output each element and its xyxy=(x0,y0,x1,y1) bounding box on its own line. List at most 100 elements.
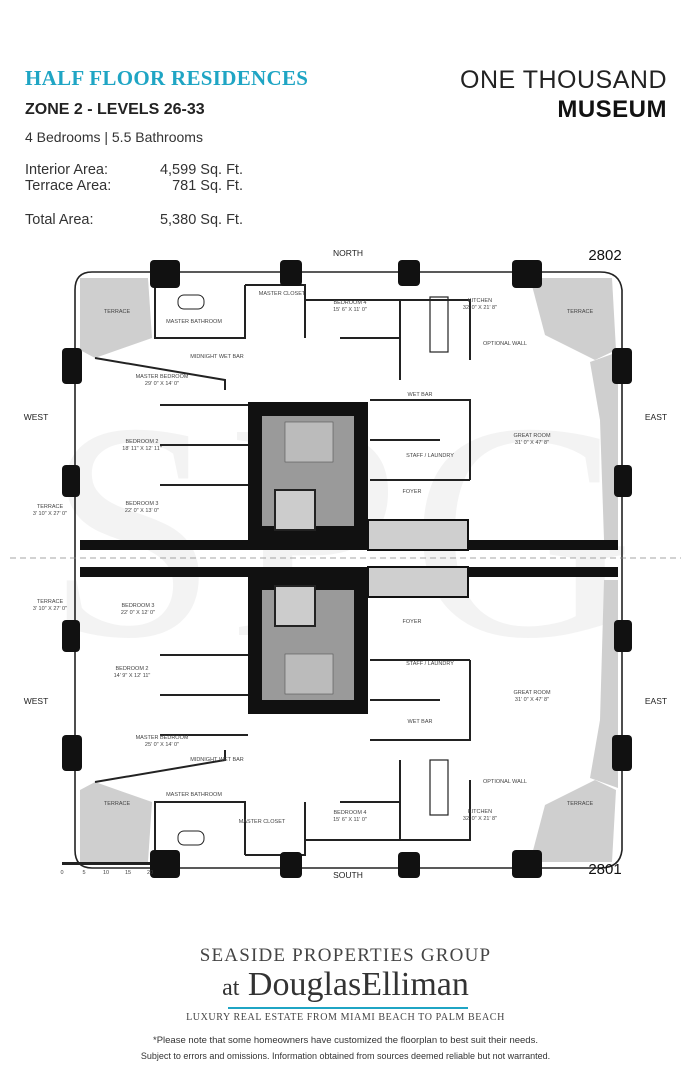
scale-tick: 20 xyxy=(147,870,153,876)
compass-west-bottom: WEST xyxy=(24,696,49,706)
compass-south: SOUTH xyxy=(333,870,363,880)
label-terrace-se: TERRACE xyxy=(567,801,594,807)
terrace-area-label: Terrace Area: xyxy=(25,178,112,194)
total-area-label: Total Area: xyxy=(25,212,94,228)
disclaimer-line-2: Subject to errors and omissions. Informa… xyxy=(140,1051,551,1061)
page-title: HALF FLOOR RESIDENCES xyxy=(25,66,309,90)
unit-number-top: 2802 xyxy=(588,247,621,264)
disclaimer-line-1: *Please note that some homeowners have c… xyxy=(153,1035,538,1046)
label-optional-wall-bottom: OPTIONAL WALL xyxy=(483,779,527,785)
terrace-nw xyxy=(80,278,152,358)
scale-bar: 0 5 10 15 20 xyxy=(60,862,153,876)
zone-levels: ZONE 2 - LEVELS 26-33 xyxy=(25,101,205,118)
label-kitchen-bottom: KITCHEN xyxy=(468,809,492,815)
brand-line-1: ONE THOUSAND xyxy=(460,66,667,94)
terrace-east-bottom xyxy=(590,580,618,788)
label-staff-laundry-top: STAFF / LAUNDRY xyxy=(406,453,454,459)
label-bedroom3-dim-top: 22' 0" X 13' 0" xyxy=(125,508,159,514)
label-midnight-wet-bar-top: MIDNIGHT WET BAR xyxy=(190,354,244,360)
total-area-value: 5,380 Sq. Ft. xyxy=(159,212,243,228)
columns xyxy=(62,260,632,878)
scale-tick: 5 xyxy=(82,870,85,876)
label-foyer-bottom: FOYER xyxy=(403,619,422,625)
logo-rule xyxy=(228,1007,468,1009)
label-terrace-w-dim-bottom: 3' 10" X 27' 0" xyxy=(33,606,67,612)
brand-line-2: MUSEUM xyxy=(557,96,667,123)
seaside-properties-logo: SEASIDE PROPERTIES GROUP xyxy=(199,945,492,966)
compass-east-top: EAST xyxy=(645,412,667,422)
label-terrace-ne: TERRACE xyxy=(567,309,594,315)
label-bedroom4-bottom: BEDROOM 4 xyxy=(333,810,366,816)
scale-tick: 10 xyxy=(103,870,109,876)
beds-baths: 4 Bedrooms | 5.5 Bathrooms xyxy=(25,129,203,145)
label-terrace-sw: TERRACE xyxy=(104,801,131,807)
tagline: LUXURY REAL ESTATE FROM MIAMI BEACH TO P… xyxy=(186,1012,505,1023)
label-great-room-dim-top: 31' 0" X 47' 8" xyxy=(515,440,549,446)
label-bedroom2-top: BEDROOM 2 xyxy=(125,439,158,445)
label-wet-bar-top: WET BAR xyxy=(408,392,433,398)
terrace-se xyxy=(530,780,616,862)
kitchen-island-bottom xyxy=(429,759,449,816)
label-terrace-w-bottom: TERRACE xyxy=(37,599,64,605)
douglas-elliman-logo: at DouglasElliman xyxy=(0,966,691,1004)
logo-at: at xyxy=(222,975,240,1001)
kitchen-island-top xyxy=(429,296,449,353)
interior-area-value: 4,599 Sq. Ft. xyxy=(159,162,243,178)
terrace-east xyxy=(590,352,618,540)
label-master-bedroom-dim-bottom: 25' 0" X 14' 0" xyxy=(145,742,179,748)
stair-top xyxy=(284,421,334,463)
label-bedroom2-bottom: BEDROOM 2 xyxy=(115,666,148,672)
label-bedroom4-top: BEDROOM 4 xyxy=(333,300,366,306)
label-great-room-top: GREAT ROOM xyxy=(513,433,550,439)
core-slab-left xyxy=(80,540,368,550)
bathtub-bottom xyxy=(177,830,205,846)
label-master-bathroom-bottom: MASTER BATHROOM xyxy=(166,792,222,798)
building-outline xyxy=(74,271,623,869)
label-bedroom3-top: BEDROOM 3 xyxy=(125,501,158,507)
label-foyer-top: FOYER xyxy=(403,489,422,495)
bathtub-top xyxy=(177,294,205,310)
label-kitchen-dim-top: 32' 0" X 21' 8" xyxy=(463,305,497,311)
terrace-area-value: 781 Sq. Ft. xyxy=(172,178,243,194)
walls-top xyxy=(94,284,471,486)
terrace-sw xyxy=(80,782,152,862)
label-master-closet-bottom: MASTER CLOSET xyxy=(239,819,286,825)
label-terrace-nw: TERRACE xyxy=(104,309,131,315)
label-master-bedroom-dim-top: 29' 0" X 14' 0" xyxy=(145,381,179,387)
compass-north: NORTH xyxy=(333,248,363,258)
label-great-room-bottom: GREAT ROOM xyxy=(513,690,550,696)
label-bedroom3-dim-bottom: 22' 0" X 12' 0" xyxy=(121,610,155,616)
label-bedroom2-dim-top: 18' 11" X 12' 11" xyxy=(122,446,161,452)
scale-tick: 0 xyxy=(60,870,63,876)
logo-douglas: Douglas xyxy=(247,966,362,1003)
core-slab-right xyxy=(368,540,618,550)
label-great-room-dim-bottom: 31' 0" X 47' 8" xyxy=(515,697,549,703)
label-terrace-w-top: TERRACE xyxy=(37,504,64,510)
compass-west-top: WEST xyxy=(24,412,49,422)
label-midnight-wet-bar-bottom: MIDNIGHT WET BAR xyxy=(190,757,244,763)
label-master-bedroom-bottom: MASTER BEDROOM xyxy=(136,735,189,741)
label-kitchen-dim-bottom: 32' 0" X 21' 8" xyxy=(463,816,497,822)
logo-elliman: Elliman xyxy=(361,966,469,1003)
shaft-top xyxy=(274,489,316,531)
shaft-bottom xyxy=(274,585,316,627)
compass-east-bottom: EAST xyxy=(645,696,667,706)
terrace-ne xyxy=(530,278,616,360)
label-bedroom2-dim-bottom: 14' 9" X 12' 11" xyxy=(114,673,151,679)
label-bedroom3-bottom: BEDROOM 3 xyxy=(121,603,154,609)
label-wet-bar-bottom: WET BAR xyxy=(408,719,433,725)
core-slab-right-b xyxy=(368,567,618,577)
label-optional-wall-top: OPTIONAL WALL xyxy=(483,341,527,347)
label-bedroom4-dim-top: 15' 6" X 11' 0" xyxy=(333,307,367,313)
interior-area-label: Interior Area: xyxy=(25,162,109,178)
label-bedroom4-dim-bottom: 15' 6" X 11' 0" xyxy=(333,817,367,823)
elevator-block-top xyxy=(367,519,469,551)
label-staff-laundry-bottom: STAFF / LAUNDRY xyxy=(406,661,454,667)
stair-bottom xyxy=(284,653,334,695)
elevator-block-bottom xyxy=(367,566,469,598)
label-terrace-w-dim-top: 3' 10" X 27' 0" xyxy=(33,511,67,517)
floor-plan: SPG xyxy=(10,247,681,880)
scale-tick: 15 xyxy=(125,870,131,876)
label-master-bedroom-top: MASTER BEDROOM xyxy=(136,374,189,380)
core-slab-left-b xyxy=(80,567,368,577)
